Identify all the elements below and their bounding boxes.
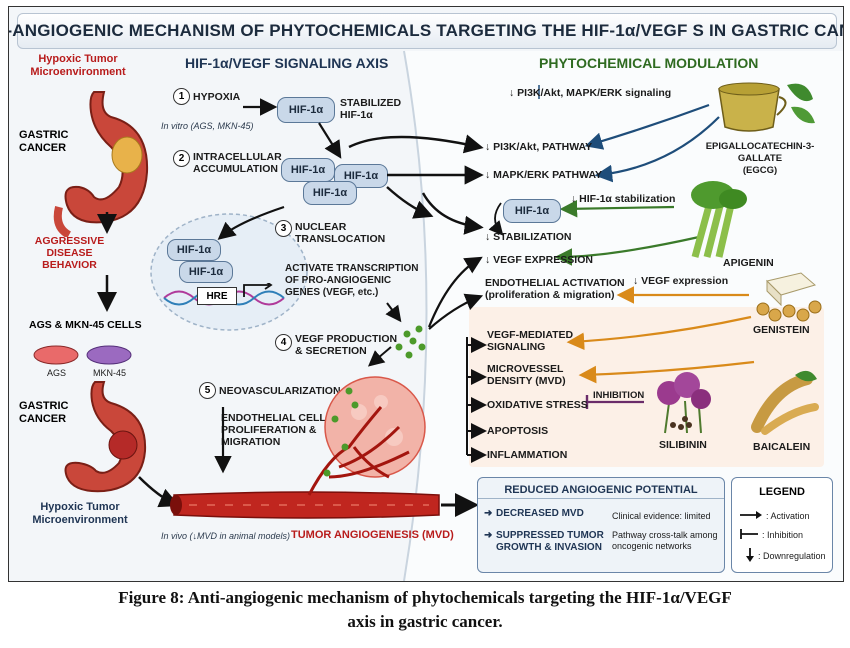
pi3k-pathway-label: ↓ PI3K/Akt, PATHWAY [485,141,593,153]
hif-pill-nucleus-1: HIF-1α [167,239,221,261]
gastric-cancer-label-2: GASTRIC CANCER [19,400,69,425]
result-item-2: SUPPRESSED TUMOR GROWTH & INVASION [496,530,604,553]
legend-heading: LEGEND [759,486,805,498]
stomach-top-illustration [53,91,149,237]
axis-heading: HIF-1α/VEGF SIGNALING AXIS [185,55,389,71]
step-4-label: VEGF PRODUCTION & SECRETION [295,333,398,357]
silibinin-label: SILIBININ [659,439,707,451]
oxidative-stress-label: OXIDATIVE STRESS [487,399,588,411]
stomach-bottom-illustration [64,381,147,493]
inflammation-label: INFLAMMATION [487,449,568,461]
stabilization-label: ↓ STABILIZATION [485,231,572,243]
legend-box: LEGEND : Activation : Inhibition : Downr… [731,477,833,573]
legend-activation: : Activation [766,511,810,521]
apigenin-label: APIGENIN [723,257,774,269]
figure-caption-line-2: axis in gastric cancer. [347,612,503,631]
step-5-label: NEOVASCULARIZATION [219,385,341,397]
vegf-expression-label: ↓ VEGF EXPRESSION [485,254,593,266]
mapk-pathway-label: ↓ MAPK/ERK PATHWAY [485,169,603,181]
mkn-label: MKN-45 [93,368,127,378]
result-arrow-2: ➜ [484,530,493,541]
step-3-label: NUCLEAR TRANSLOCATION [295,221,386,245]
step-4-number: 4 [275,334,292,351]
result-box: REDUCED ANGIOGENIC POTENTIAL ➜ DECREASED… [477,477,725,573]
legend-inhibition: : Inhibition [762,530,804,540]
hif-pill-accum-1: HIF-1α [281,158,335,182]
step-2-label: INTRACELLULAR ACCUMULATION [193,151,282,175]
legend-symbols [740,511,762,562]
baicalein-label: BAICALEIN [753,441,811,453]
hif-pill-stabilized: HIF-1α [277,97,335,123]
hif-pill-accum-3: HIF-1α [303,181,357,205]
in-vitro-note: In vitro (AGS, MKN-45) [161,121,254,131]
celery-icon [691,181,747,258]
stabilized-label: STABILIZED HIF-1α [340,97,402,121]
step-2-number: 2 [173,150,190,167]
flow-arrows [97,85,755,519]
legend-downregulation: : Downregulation [758,551,826,561]
petri-dishes [33,345,132,365]
result-arrow-1: ➜ [484,508,493,519]
egcg-label: EPIGALLOCATECHIN-3-GALLATE (EGCG) [705,141,815,176]
in-vivo-note: In vivo (↓MVD in animal models) [161,531,291,541]
hypoxic-bottom-label: Hypoxic Tumor Microenvironment [32,501,128,526]
activate-transcription-label: ACTIVATE TRANSCRIPTION OF PRO-ANGIOGENIC… [285,263,419,298]
step-1-number: 1 [173,88,190,105]
pi3k-signaling-label: ↓ PI3K/Akt, MAPK/ERK signaling [509,87,672,99]
baicalein-root-icon [751,370,819,435]
step-1-label: HYPOXIA [193,91,241,103]
tea-cup-icon [718,82,815,132]
apoptosis-label: APOPTOSIS [487,425,549,437]
result-note-2: Pathway cross-talk among oncogenic netwo… [612,530,718,551]
hif-stabilization-label: ↓ HIF-1α stabilization [571,193,676,205]
inhibition-label: INHIBITION [593,390,645,401]
figure-title-bar: ANTI-ANGIOGENIC MECHANISM OF PHYTOCHEMIC… [9,13,843,49]
result-item-1: DECREASED MVD [496,508,584,519]
step-3-number: 3 [275,220,292,237]
vegf-signaling-label: VEGF-MEDIATED SIGNALING [487,329,574,353]
endothelial-proliferation-label: ENDOTHELIAL CELL PROLIFERATION & MIGRATI… [221,412,326,448]
result-heading: REDUCED ANGIOGENIC POTENTIAL [504,484,698,496]
gastric-cancer-label-1: GASTRIC CANCER [19,129,69,154]
cells-label: AGS & MKN-45 CELLS [29,319,142,331]
tumor-angiogenesis-label: TUMOR ANGIOGENESIS (MVD) [291,529,454,541]
hre-box: HRE [197,287,237,305]
hif-pill-apigenin: HIF-1α [503,199,561,223]
hif-pill-nucleus-2: HIF-1α [179,261,233,283]
background-panels [150,50,843,581]
mvd-label: MICROVESSEL DENSITY (MVD) [487,363,566,387]
vegf-expression-small-label: ↓ VEGF expression [633,275,729,287]
genistein-label: GENISTEIN [753,324,810,336]
figure-title: ANTI-ANGIOGENIC MECHANISM OF PHYTOCHEMIC… [8,21,844,40]
phytochemical-heading: PHYTOCHEMICAL MODULATION [539,55,759,71]
soybean-icon [756,272,822,322]
step-5-number: 5 [199,382,216,399]
milk-thistle-icon [657,372,711,434]
figure-caption-line-1: Figure 8: Anti-angiogenic mechanism of p… [118,588,732,607]
figure: ANTI-ANGIOGENIC MECHANISM OF PHYTOCHEMIC… [8,6,844,582]
aggressive-behavior-label: AGGRESSIVE DISEASE BEHAVIOR [34,235,105,271]
hypoxic-top-label: Hypoxic Tumor Microenvironment [30,53,126,78]
endothelial-activation-label: ENDOTHELIAL ACTIVATION (proliferation & … [485,277,625,301]
ags-label: AGS [47,368,67,378]
result-note-1: Clinical evidence: limited [612,511,711,521]
